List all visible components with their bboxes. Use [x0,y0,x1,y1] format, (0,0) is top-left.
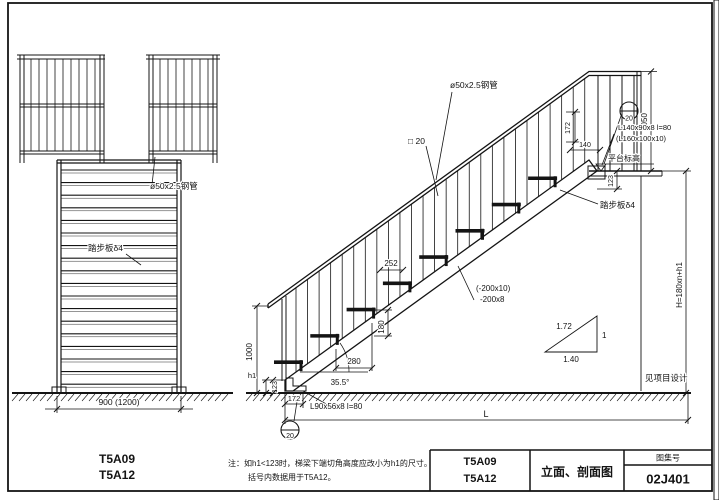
width-dim-top: 140 [579,142,591,149]
tread-label: 踏步板δ4 [600,200,635,210]
note-line-2: 括号内数据用于T5A12。 [248,472,336,482]
front-elevation-view: 900 (1200) ø50x2.5钢管 踏步板δ4 [11,54,233,413]
cut-dim-bottom: 123 [272,381,279,393]
drawing-title: 立面、剖面图 [541,464,613,479]
railing-balusters [30,59,209,151]
pipe-label: ø50x2.5钢管 [150,181,198,191]
offset-dim-top: 172 [565,122,572,134]
leader-lines [125,156,156,266]
ground-hatch [245,393,687,402]
title-block-lines [429,449,712,491]
railing-panels [17,54,220,163]
run-dim: 280 [347,357,361,366]
tread-lines [61,169,177,388]
dimension-ticks [53,68,692,424]
sheet-frame [7,2,713,492]
title-block: T5A09 T5A12 立面、剖面图 图集号 02J401 [429,449,712,491]
width-dim-lines [45,396,193,413]
pipe-label: ø50x2.5钢管 [450,80,498,90]
title-model-2: T5A12 [463,473,496,485]
tread-label: 踏步板δ4 [88,243,123,253]
footer: T5A09 T5A12 注：如h1<123时，梯梁下端切角高度应改小为h1的尺寸… [98,451,433,483]
railing-posts [281,71,642,381]
spacing-dim: 252 [384,259,398,268]
note-line-1: 注：如h1<123时，梯梁下端切角高度应改小为h1的尺寸。 [228,458,432,468]
rail-height-dim: 1050 [640,113,649,131]
stair-stringer-beam [284,159,598,392]
model-line-2: T5A12 [99,468,135,482]
title-model-1: T5A09 [463,456,496,468]
square-bar-label: □ 20 [408,136,425,146]
platform-lines [589,171,663,391]
platform-angle-label-2: (L160x100x10) [616,134,667,143]
slope-hypotenuse: 1.72 [556,322,572,331]
section-view: ø50x2.5钢管 □ 20 252 (-200x10) -200x8 踏步板δ… [244,70,691,441]
project-note: 见项目设计 [645,373,688,383]
stringer-label-2: -200x8 [480,295,505,304]
stair-stringers [56,159,182,393]
h1-label: h1 [248,371,256,380]
angle-dim: 35.5° [331,378,350,387]
rise-dim: 180 [377,320,386,334]
cut-dim-top: 123 [608,175,615,187]
slope-triangle [543,315,598,353]
balusters [295,78,586,373]
slope-horizontal: 1.40 [563,355,579,364]
connection-angles [285,165,606,392]
platform-angle-label-1: L140x90x8 l=80 [618,123,671,132]
detail-ref-bottom: 20 [286,433,294,440]
width-dim: 900 (1200) [98,397,139,407]
atlas-label: 图集号 [656,453,680,463]
scan-edge [713,0,719,500]
level-mark [595,163,654,172]
base-angle-label: L90x56x8 l=80 [310,402,363,411]
dimension-lines [252,71,691,424]
offset-dim-bottom: 172 [288,394,301,403]
atlas-number: 02J401 [646,472,689,487]
platform-level-label: 平台标高 [608,153,640,163]
detail-ref-top: 20 [625,116,633,123]
slope-angle-lines [300,342,368,373]
slope-vertical: 1 [602,331,607,340]
total-length-label: L [483,409,488,419]
height-dim: 1000 [245,343,254,361]
total-height-label: H=180xn+h1 [675,262,684,308]
model-line-1: T5A09 [99,452,135,466]
ground-hatch [11,393,229,402]
stringer-label-1: (-200x10) [476,284,511,293]
leader-lines [293,91,622,422]
